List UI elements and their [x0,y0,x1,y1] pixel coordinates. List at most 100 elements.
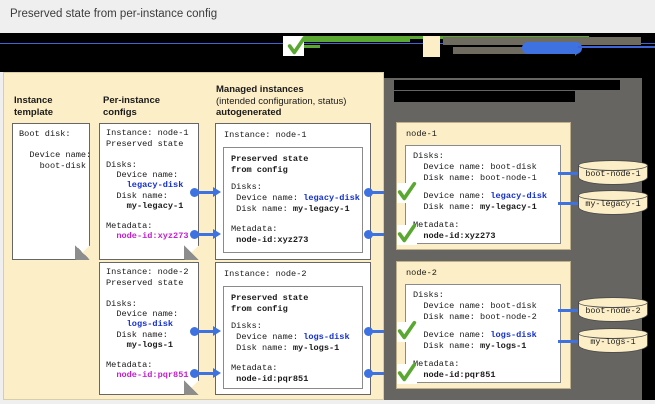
connector-line-pic1-metadata [197,233,214,236]
pic1-disk-name-label: Disk name: [106,191,168,201]
pic1-metadata-value: node-id:xyz273 [106,231,189,241]
connector-line-pic1-disk [197,191,214,194]
page-fold-corner [75,245,90,260]
green-check-icon [397,362,417,382]
pic2-metadata-label: Metadata: [106,360,153,370]
legend-blue-arrow-icon [575,46,580,56]
mi2-disk-name-label: Disk name: [231,343,293,353]
disk-cylinder-my-logs-1: my-logs-1 [578,328,648,354]
mi1-preserved-title: Preserved state from config [231,154,309,175]
connector-arrow-pic2-metadata [213,368,221,378]
connector-line-mi2-disk [371,330,388,333]
mi2-title: Instance: node-2 [224,269,307,279]
pic2-device-name-label: Device name: [106,309,179,319]
redaction-bar-top [384,72,655,78]
instance-template-card: Boot disk: Device name: boot-disk [12,123,92,260]
disk-label-boot-node-1: boot-node-1 [585,169,641,179]
legend-band-redacted [0,33,655,72]
connector-line-pic2-disk [197,330,214,333]
node2-boot-disk-line: Disk name: boot-node-2 [413,312,537,322]
connector-line-mi2-metadata [371,372,388,375]
node1-boot-disk-line: Disk name: boot-node-1 [413,173,537,183]
connector-dot-mi2-metadata [364,369,373,378]
legend-green-check-icon [287,35,307,55]
mi2-disk-name-value: my-logs-1 [292,343,340,353]
redaction-bar-right-edge [642,72,655,400]
pic2-header: Instance: node-2 Preserved state [106,267,189,288]
connector-line-node2-preserved-disk [558,340,578,343]
managed-instance-card-node-2: Instance: node-2 Preserved state from co… [215,262,371,395]
node1-title: node-1 [406,129,437,139]
node1-boot-device-line: Device name: boot-disk [413,162,537,172]
mi2-preserved-box: Preserved state from config Disks: Devic… [223,286,363,389]
node1-details-box: Disks: Device name: boot-disk Disk name:… [405,145,561,244]
mi1-metadata-value: node-id:xyz273 [231,235,309,245]
check-badge-node2-metadata [397,362,417,384]
mi2-device-name-label: Device name: [231,332,304,342]
connector-dot-pic2-disk [190,327,199,336]
column-head-managed-instances: Managed instances (intended configuratio… [216,84,347,118]
managed-instance-card-node-1: Instance: node-1 Preserved state from co… [215,123,371,260]
connector-line-node2-boot-disk [558,309,578,312]
node2-disks-label: Disks: [413,290,444,300]
legend-blue-rule-right [578,46,655,48]
redaction-bar-heading-2 [394,91,575,102]
node-card-node-2: node-2 Disks: Device name: boot-disk Dis… [396,261,571,389]
green-check-icon [397,320,417,340]
mi2-preserved-title: Preserved state from config [231,293,309,314]
green-check-icon [397,223,417,243]
mi2-metadata-value: node-id:pqr851 [231,374,309,384]
node2-title: node-2 [406,268,437,278]
pic1-metadata-label: Metadata: [106,221,153,231]
pic1-disks-label: Disks: [106,160,137,170]
legend-gray-bar-a [443,37,641,45]
mi1-disk-name-label: Disk name: [231,204,293,214]
legend-blue-rule [0,43,655,44]
pic1-device-name-label: Device name: [106,170,179,180]
connector-line-mi1-disk [371,191,388,194]
pic1-header: Instance: node-1 Preserved state [106,128,189,149]
mi2-device-name-value: logs-disk [303,332,350,342]
connector-line-mi1-metadata [371,233,388,236]
connector-arrow-pic1-metadata [213,229,221,239]
column-head-instance-template: Instance template [14,95,54,118]
redaction-bar-heading-1 [394,80,620,90]
node2-details-box: Disks: Device name: boot-disk Disk name:… [405,284,561,383]
per-instance-config-card-node-1: Instance: node-1 Preserved state Disks: … [99,123,199,260]
pic2-metadata-value: node-id:pqr851 [106,370,189,380]
node2-pres-disk-label: Disk name: [413,341,481,351]
legend-check-background [283,36,304,56]
instance-template-text: Boot disk: Device name: boot-disk [19,129,92,171]
node1-pres-disk-value: my-legacy-1 [480,202,537,212]
node1-disks-label: Disks: [413,151,444,161]
mi2-metadata-label: Metadata: [231,363,278,373]
page-title: Preserved state from per-instance config [10,8,218,20]
connector-dot-mi1-metadata [364,230,373,239]
legend-gray-bar-b [453,47,563,54]
page-fold-corner [184,245,199,260]
green-check-icon [397,181,417,201]
node1-metadata-value: node-id:xyz273 [413,231,496,241]
node2-pres-device-value: logs-disk [490,330,537,340]
node1-pres-device-label: Device name: [413,191,491,201]
legend-green-line-b [300,39,410,42]
disk-label-boot-node-2: boot-node-2 [585,306,641,316]
legend-green-line-c [295,45,320,48]
mi2-disks-label: Disks: [231,321,262,331]
connector-dot-pic1-metadata [190,230,199,239]
pic1-device-name-value: legacy-disk [106,180,184,190]
check-badge-node1-disk [397,181,417,203]
node2-pres-device-label: Device name: [413,330,491,340]
pic2-device-name-value: logs-disk [106,319,174,329]
mi1-metadata-label: Metadata: [231,224,278,234]
disk-label-my-legacy-1: my-legacy-1 [585,199,641,209]
node1-metadata-label: Metadata: [413,220,460,230]
connector-line-node1-boot-disk [558,172,578,175]
pic2-disk-name-label: Disk name: [106,330,168,340]
node2-metadata-value: node-id:pqr851 [413,370,496,380]
node-card-node-1: node-1 Disks: Device name: boot-disk Dis… [396,122,571,250]
legend-beige-swatch [423,36,440,57]
pic2-disks-label: Disks: [106,299,137,309]
disk-cylinder-boot-node-1: boot-node-1 [578,160,648,186]
